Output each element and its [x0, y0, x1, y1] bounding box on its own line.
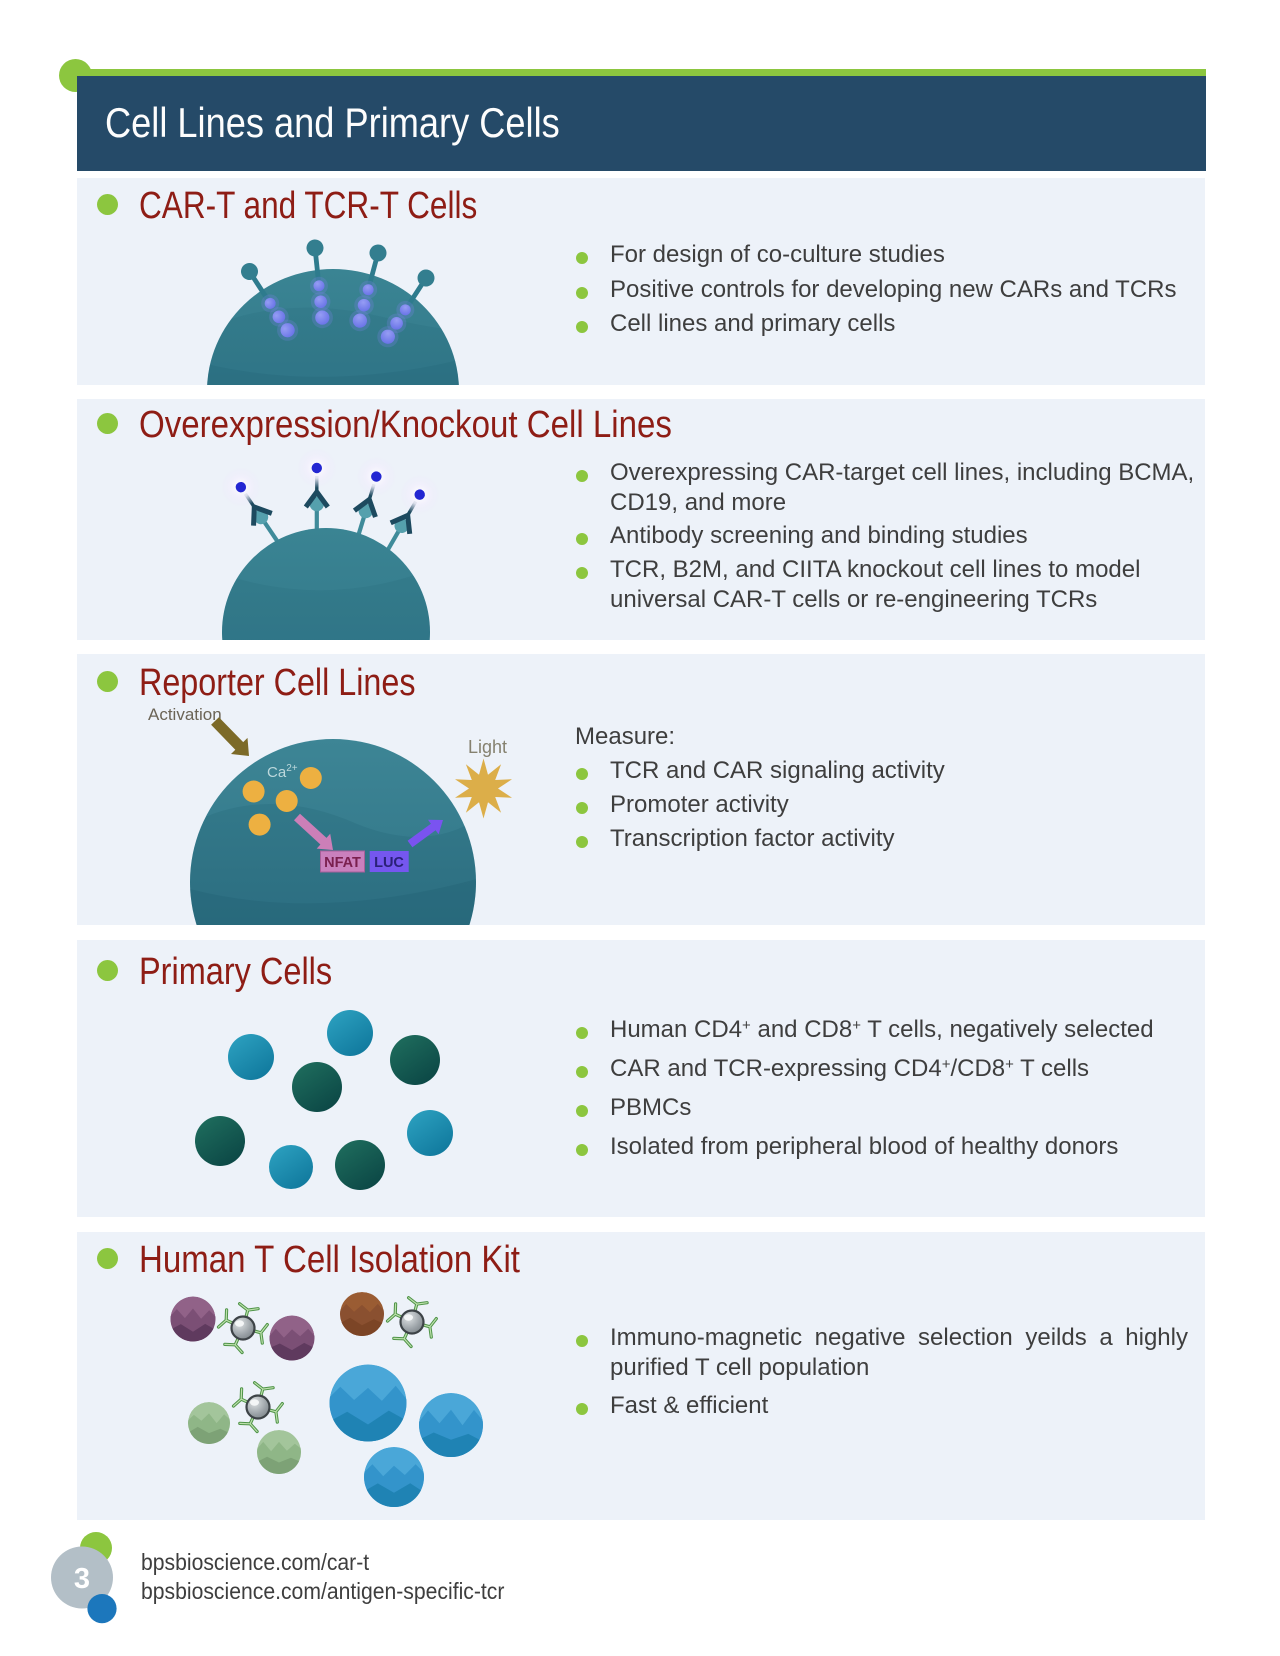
svg-text:3: 3: [74, 1563, 90, 1595]
svg-text:NFAT: NFAT: [324, 855, 361, 871]
svg-text:LUC: LUC: [374, 855, 404, 871]
svg-text:Activation: Activation: [148, 705, 222, 724]
svg-text:Light: Light: [468, 737, 507, 757]
